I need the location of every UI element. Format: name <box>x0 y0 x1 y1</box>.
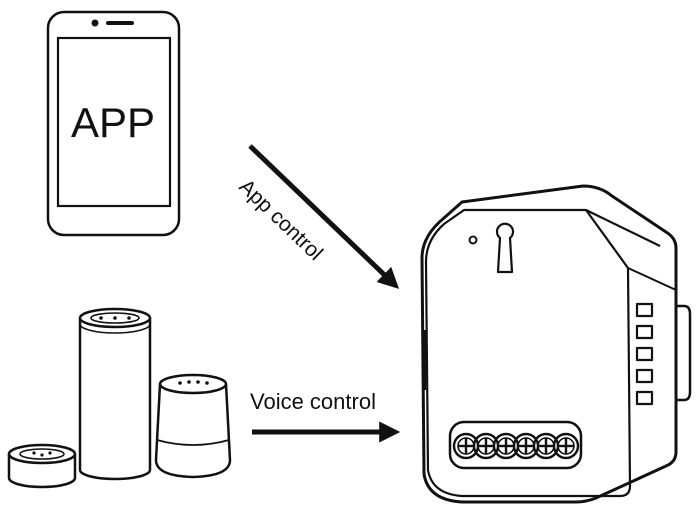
voice-control-label: Voice control <box>250 389 376 414</box>
terminal-screw-icon <box>552 432 580 460</box>
smartphone-icon <box>46 10 181 237</box>
app-control-label: App control <box>235 175 328 265</box>
terminal-screws <box>452 432 580 460</box>
switch-module-icon <box>420 184 692 504</box>
phone-screen-text: APP <box>71 99 155 146</box>
home-speaker-icon <box>154 373 232 479</box>
puck-speaker-icon <box>7 443 77 489</box>
tall-speaker-icon <box>78 307 152 481</box>
app-control-arrow <box>248 144 400 289</box>
